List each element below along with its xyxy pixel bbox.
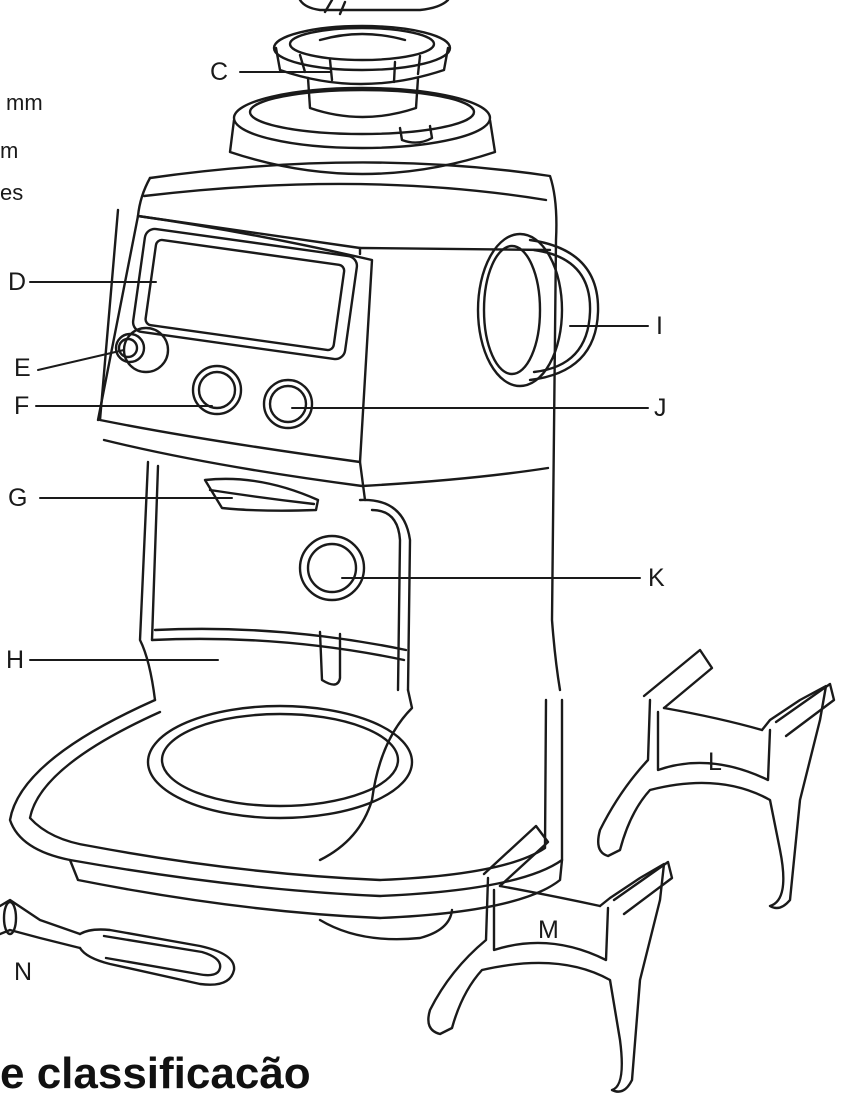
controls [114, 326, 314, 430]
drip-tray [146, 704, 414, 820]
cradle-opening [138, 460, 412, 702]
label-e: E [14, 354, 31, 382]
button-k [298, 534, 366, 602]
cradle-m [427, 824, 674, 1093]
display-window [131, 227, 359, 361]
label-i: I [656, 312, 663, 340]
label-k: K [648, 564, 665, 592]
label-m: M [538, 916, 559, 944]
label-n: N [14, 958, 33, 986]
grinder-outlet [203, 477, 320, 512]
label-j: J [654, 394, 667, 422]
button-f [191, 364, 243, 416]
side-text-1: mm [6, 90, 43, 115]
leader-e [37, 349, 125, 371]
section-heading: e classificacão [0, 1049, 311, 1098]
side-text-3: es [0, 180, 24, 205]
cradle-l [597, 648, 836, 910]
side-text-2: m [0, 138, 19, 163]
label-c: C [210, 58, 229, 86]
leader-lines [29, 71, 649, 661]
button-j [262, 378, 314, 430]
base [8, 688, 564, 941]
label-l: L [708, 748, 722, 776]
label-g: G [8, 484, 28, 512]
label-d: D [8, 268, 27, 296]
label-f: F [14, 392, 30, 420]
hopper-collar [228, 86, 497, 176]
side-dial [476, 232, 600, 388]
label-h: H [6, 646, 25, 674]
grinder-body [96, 161, 562, 692]
bean-hopper [272, 0, 452, 119]
tool-n [0, 898, 236, 986]
